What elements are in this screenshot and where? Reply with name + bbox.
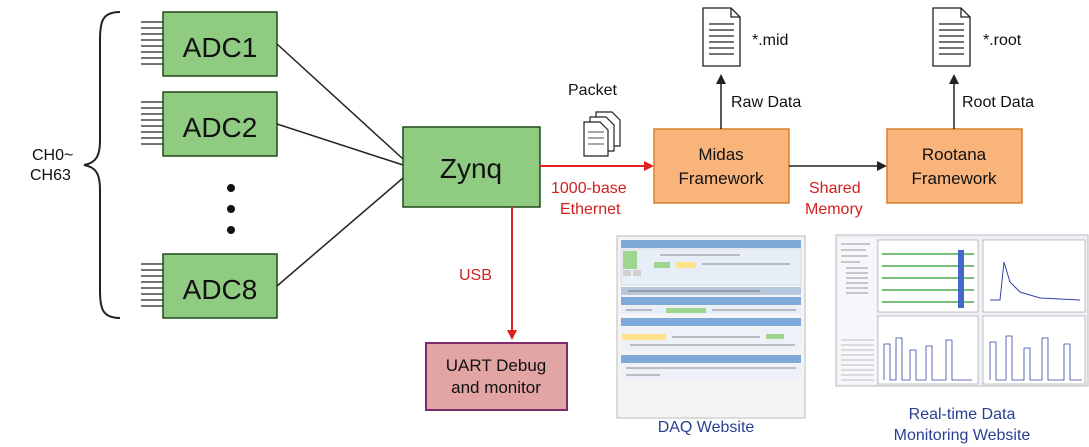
mid-file-label: *.mid xyxy=(752,32,788,49)
root-file-label: *.root xyxy=(983,32,1022,49)
adc8-label: ADC8 xyxy=(183,274,258,305)
adc-to-zynq-lines xyxy=(276,43,404,287)
rootana-box: Rootana Framework xyxy=(886,128,1023,204)
channel-label-line1: CH0~ xyxy=(32,147,73,164)
adc2-label: ADC2 xyxy=(183,112,258,143)
adc1-box: ADC1 xyxy=(162,11,278,77)
channel-label-line2: CH63 xyxy=(30,167,71,184)
packet-label: Packet xyxy=(568,82,617,99)
shared-memory-line2: Memory xyxy=(805,201,863,218)
daq-website-label: DAQ Website xyxy=(658,419,755,436)
adc8-input-lines xyxy=(141,263,163,307)
root-data-label: Root Data xyxy=(962,94,1034,111)
monitoring-website-screenshot xyxy=(835,234,1089,387)
adc1-input-lines xyxy=(141,21,163,65)
ethernet-label-line2: Ethernet xyxy=(560,201,621,218)
zynq-label: Zynq xyxy=(440,153,502,184)
uart-label-line1: UART Debug xyxy=(446,356,546,375)
rootana-label-line2: Framework xyxy=(911,169,997,188)
midas-label-line2: Framework xyxy=(678,169,764,188)
adc2-input-lines xyxy=(141,101,163,145)
monitoring-website-line1: Real-time Data xyxy=(909,406,1016,423)
uart-label-line2: and monitor xyxy=(451,378,541,397)
packet-icon xyxy=(583,111,621,157)
mid-file-icon xyxy=(702,7,741,67)
adc8-box: ADC8 xyxy=(162,253,278,319)
uart-box: UART Debug and monitor xyxy=(425,342,568,411)
shared-memory-line1: Shared xyxy=(809,180,861,197)
ethernet-label-line1: 1000-base xyxy=(551,180,627,197)
ellipsis-dots xyxy=(227,184,235,234)
raw-data-label: Raw Data xyxy=(731,94,801,111)
rootana-label-line1: Rootana xyxy=(922,145,987,164)
monitoring-website-line2: Monitoring Website xyxy=(894,427,1031,444)
midas-label-line1: Midas xyxy=(698,145,743,164)
channel-brace xyxy=(83,11,121,319)
usb-label: USB xyxy=(459,267,492,284)
midas-box: Midas Framework xyxy=(653,128,790,204)
daq-website-screenshot xyxy=(616,235,806,419)
adc1-label: ADC1 xyxy=(183,32,258,63)
zynq-box: Zynq xyxy=(402,126,541,208)
root-file-icon xyxy=(932,7,971,67)
adc2-box: ADC2 xyxy=(162,91,278,157)
